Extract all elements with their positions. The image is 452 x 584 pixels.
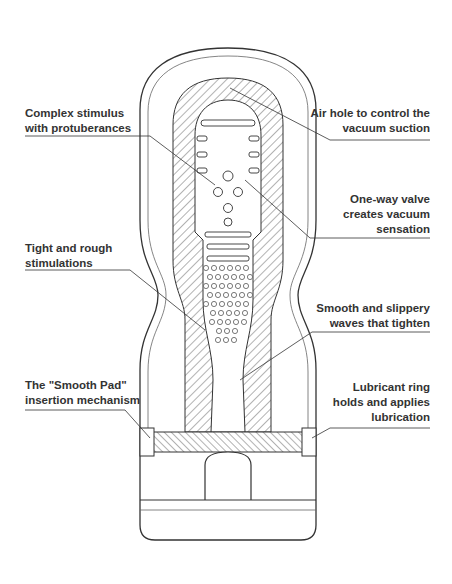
dot xyxy=(223,337,228,342)
dot xyxy=(232,328,237,333)
dot xyxy=(210,310,215,315)
dot xyxy=(203,283,208,288)
dot xyxy=(227,265,232,270)
dot xyxy=(227,283,232,288)
dot xyxy=(203,265,208,270)
dot xyxy=(215,292,220,297)
dot xyxy=(239,274,244,279)
opening xyxy=(205,452,251,500)
dot xyxy=(243,265,248,270)
dot xyxy=(207,274,212,279)
dot xyxy=(233,319,238,324)
dot xyxy=(219,265,224,270)
smooth-pad xyxy=(148,432,308,452)
dot xyxy=(224,328,229,333)
leader-lines xyxy=(25,88,430,438)
callout-label: The "Smooth Pad" insertion mechanism xyxy=(25,378,147,408)
dot xyxy=(215,337,220,342)
lubricant-ring xyxy=(302,428,316,456)
dot xyxy=(209,319,214,324)
dot xyxy=(211,301,216,306)
dot xyxy=(235,265,240,270)
dot xyxy=(219,301,224,306)
protuberances xyxy=(197,120,259,261)
callout-label: Smooth and slippery waves that tighten xyxy=(310,301,430,331)
dot xyxy=(223,292,228,297)
dot xyxy=(227,301,232,306)
callout-label: Complex stimulus with protuberances xyxy=(25,106,150,136)
dot xyxy=(235,283,240,288)
dot xyxy=(247,274,252,279)
dot xyxy=(207,292,212,297)
dot xyxy=(203,301,208,306)
dot xyxy=(243,283,248,288)
callout-label: Lubricant ring holds and applies lubrica… xyxy=(326,380,430,425)
callout-label: Air hole to control the vacuum suction xyxy=(310,106,430,136)
dot xyxy=(211,265,216,270)
sleeve xyxy=(173,78,283,432)
dot xyxy=(231,292,236,297)
dot xyxy=(234,310,239,315)
dot xyxy=(215,274,220,279)
dot xyxy=(241,319,246,324)
dot xyxy=(239,292,244,297)
base-line xyxy=(140,500,316,501)
dot xyxy=(226,310,231,315)
dot xyxy=(219,283,224,288)
dot xyxy=(243,301,248,306)
dot xyxy=(216,328,221,333)
dot xyxy=(247,292,252,297)
dot xyxy=(217,319,222,324)
dot xyxy=(242,310,247,315)
dot xyxy=(231,337,236,342)
dot xyxy=(211,283,216,288)
callout-label: One-way valve creates vacuum sensation xyxy=(333,192,430,237)
dot xyxy=(225,319,230,324)
dot xyxy=(235,301,240,306)
cavity xyxy=(195,100,261,432)
dot xyxy=(223,274,228,279)
dot-texture xyxy=(203,265,252,342)
outer-shell xyxy=(140,48,316,540)
dot xyxy=(231,274,236,279)
callout-label: Tight and rough stimulations xyxy=(25,241,130,271)
lubricant-ring xyxy=(140,428,154,456)
dot xyxy=(218,310,223,315)
base-line xyxy=(140,510,316,511)
